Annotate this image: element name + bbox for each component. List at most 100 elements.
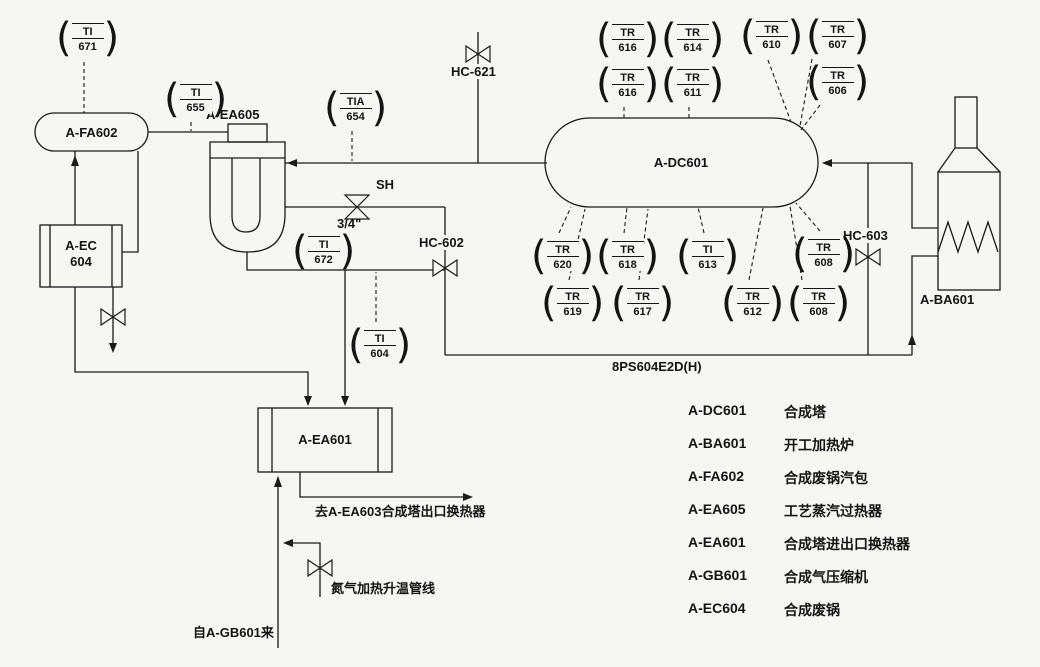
- label-ea605: A-EA605: [206, 107, 260, 122]
- instrument-number: 620: [546, 256, 579, 271]
- instrument-number: 612: [736, 303, 769, 318]
- instrument-tag: TR: [626, 288, 659, 303]
- label-valve-hc621: HC-621: [449, 64, 498, 79]
- legend-name: 合成废锅: [784, 602, 840, 618]
- bracket-close: ): [708, 16, 725, 62]
- instrument-tag: TR: [802, 288, 835, 303]
- instrument-tag: TR: [611, 24, 644, 39]
- instrument-number: 619: [556, 303, 589, 318]
- bracket-close: ): [839, 231, 856, 277]
- label-ec604-line2: 604: [70, 254, 92, 269]
- bracket-open: (: [324, 85, 340, 131]
- bracket-open: (: [806, 13, 822, 59]
- instrument-number: 606: [821, 82, 854, 97]
- instrument-number: 616: [611, 39, 644, 54]
- instrument-tag: TR: [736, 288, 769, 303]
- instrument-number: 608: [802, 303, 835, 318]
- valve-hc603: [855, 247, 881, 267]
- legend-name: 工艺蒸汽过热器: [784, 503, 882, 519]
- bracket-open: (: [792, 231, 808, 277]
- note-to-ea603: 去A-EA603合成塔出口换热器: [315, 504, 486, 519]
- bracket-close: ): [853, 59, 870, 105]
- bracket-open: (: [787, 280, 803, 326]
- instrument-number: 611: [676, 84, 709, 99]
- bracket-close: ): [643, 233, 660, 279]
- instrument-tag: TR: [676, 24, 709, 39]
- instrument-tag: TR: [755, 21, 788, 36]
- bracket-close: ): [834, 280, 851, 326]
- exchanger-ea601: [257, 407, 393, 473]
- instrument-tag: TR: [611, 69, 644, 84]
- instrument-number: 608: [807, 254, 840, 269]
- instrument-number: 616: [611, 84, 644, 99]
- instrument-number: 613: [691, 256, 724, 271]
- legend-name: 合成塔: [784, 404, 826, 420]
- legend-code: A-GB601: [688, 567, 748, 583]
- bracket-open: (: [348, 322, 364, 368]
- legend-name: 开工加热炉: [784, 437, 854, 453]
- bracket-open: (: [531, 233, 547, 279]
- bracket-close: ): [578, 233, 595, 279]
- label-ea601: A-EA601: [298, 432, 352, 447]
- label-dc601: A-DC601: [653, 155, 709, 170]
- instrument-number: 614: [676, 39, 709, 54]
- bracket-open: (: [56, 15, 72, 61]
- valve-nitrogen-line: [307, 558, 333, 578]
- bracket-open: (: [541, 280, 557, 326]
- label-line-spec: 8PS604E2D(H): [612, 359, 702, 374]
- legend-code: A-EC604: [688, 600, 746, 616]
- valve-ec604-drain: [100, 307, 126, 327]
- bracket-close: ): [211, 76, 228, 122]
- instrument-number: 672: [307, 251, 340, 266]
- instrument-number: 610: [755, 36, 788, 51]
- bracket-open: (: [164, 76, 180, 122]
- bracket-close: ): [339, 228, 356, 274]
- instrument-tag: TR: [611, 241, 644, 256]
- instrument-number: 617: [626, 303, 659, 318]
- bracket-open: (: [740, 13, 756, 59]
- bracket-open: (: [806, 59, 822, 105]
- legend-row: A-EC604 合成废锅: [688, 600, 910, 620]
- bracket-close: ): [787, 13, 804, 59]
- bracket-close: ): [643, 61, 660, 107]
- legend-code: A-FA602: [688, 468, 745, 484]
- bracket-open: (: [661, 16, 677, 62]
- bracket-close: ): [723, 233, 740, 279]
- bracket-close: ): [395, 322, 412, 368]
- instrument-tag: TI: [691, 241, 724, 256]
- bracket-open: (: [292, 228, 308, 274]
- instrument-number: 604: [363, 345, 396, 360]
- valve-hc621: [465, 44, 491, 64]
- instrument-number: 671: [71, 38, 104, 53]
- instrument-tag: TR: [821, 21, 854, 36]
- instrument-tag: TR: [556, 288, 589, 303]
